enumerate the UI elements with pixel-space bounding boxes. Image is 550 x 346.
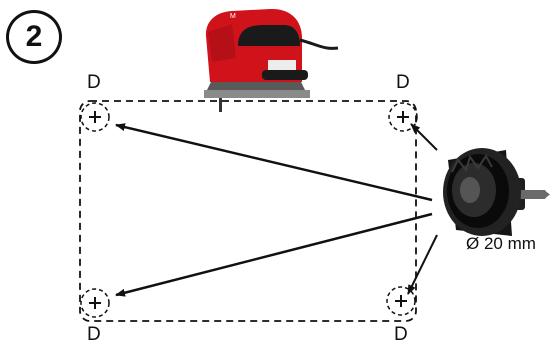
- step-number: 2: [25, 20, 43, 53]
- arrow-to-top-left: [115, 123, 433, 202]
- arrow-to-bottom-left: [115, 212, 433, 297]
- drill-mark-icon: [388, 102, 418, 132]
- corner-label-top-right: D: [396, 72, 410, 93]
- arrow-to-bottom-right: [407, 234, 438, 295]
- step-number-badge: 2: [6, 10, 62, 64]
- jigsaw-icon: M: [204, 8, 339, 112]
- hole-saw-diameter-label: Ø 20 mm: [466, 234, 536, 253]
- cutout-outline: [79, 100, 417, 322]
- corner-label-top-left: D: [87, 72, 101, 93]
- drill-mark-icon: [80, 288, 110, 318]
- hole-saw-icon: [443, 148, 550, 236]
- corner-label-bottom-right: D: [394, 324, 408, 345]
- corner-label-bottom-left: D: [87, 324, 101, 345]
- drill-mark-icon: [386, 286, 416, 316]
- drill-mark-icon: [80, 102, 110, 132]
- svg-text:M: M: [230, 13, 236, 20]
- arrow-to-top-right: [410, 123, 438, 151]
